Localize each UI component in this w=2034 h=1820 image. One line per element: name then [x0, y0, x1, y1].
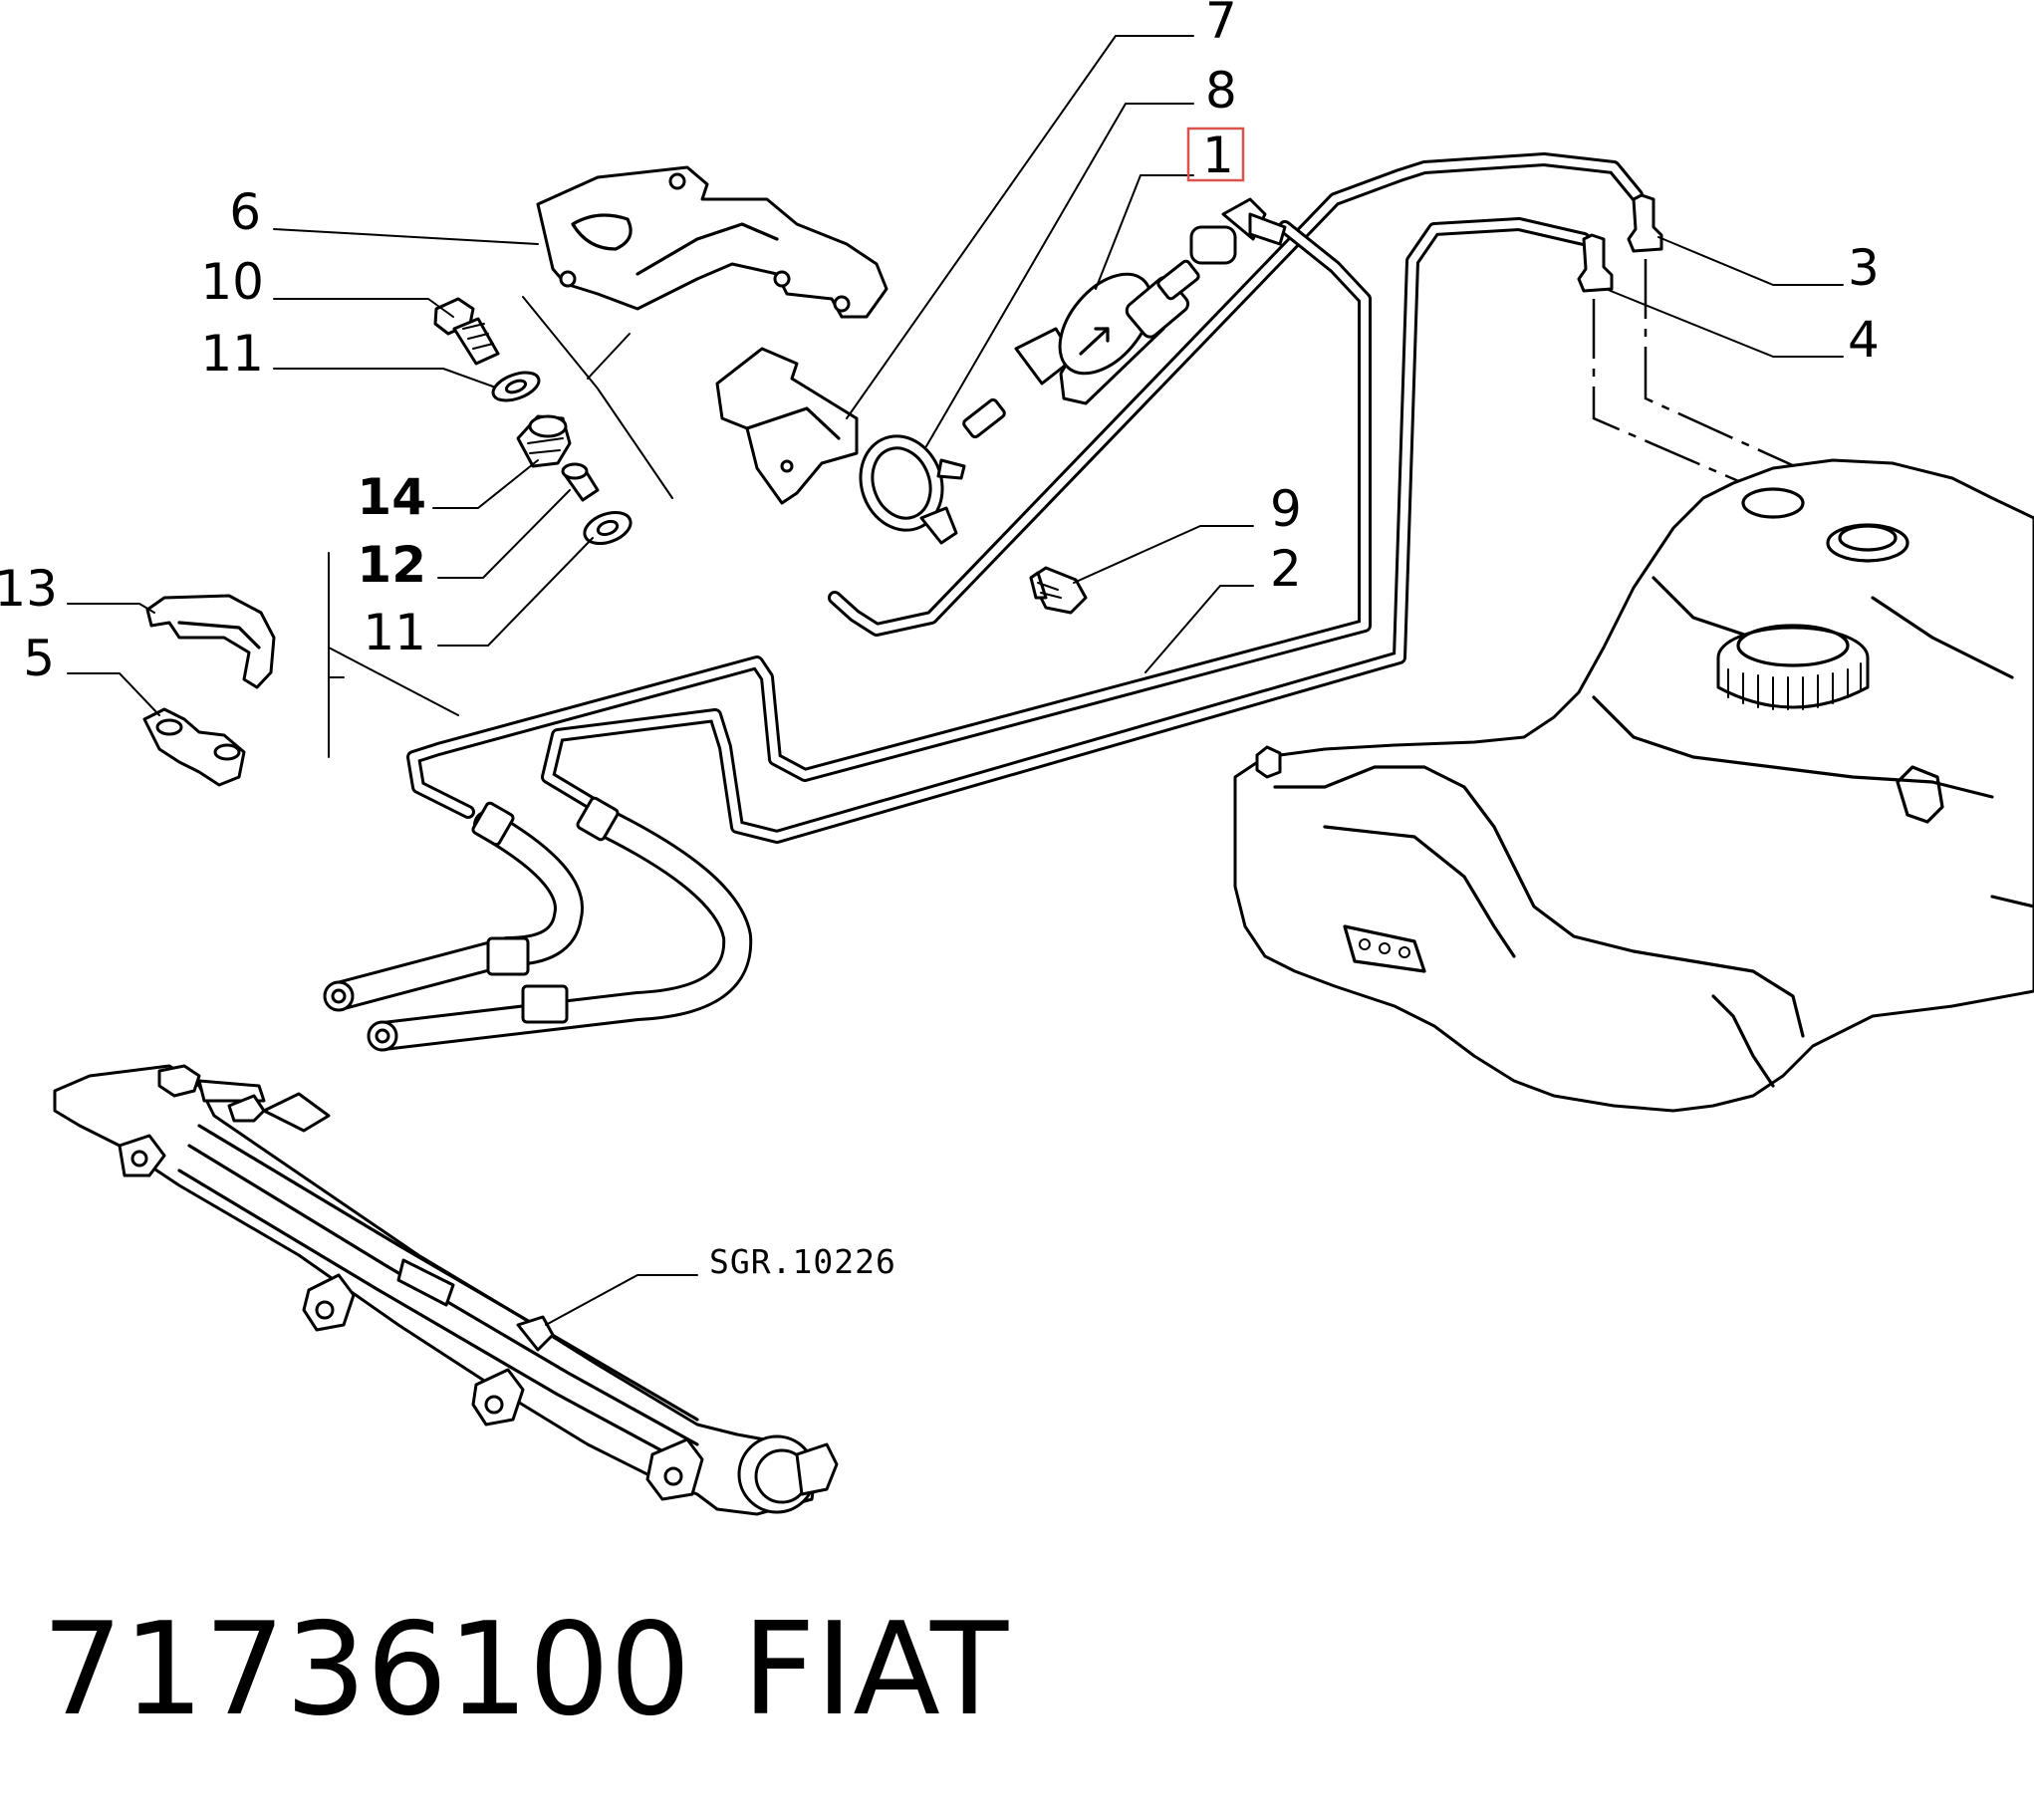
callout-12: 12 — [357, 536, 426, 594]
bolt-9 — [1029, 566, 1088, 615]
callout-13: 13 — [0, 560, 58, 618]
fuel-lines — [406, 152, 1644, 844]
engine-bracket — [536, 165, 889, 319]
grommet-14 — [516, 414, 572, 468]
reference-code: SGR.10226 — [709, 1242, 896, 1281]
bolt-10 — [433, 297, 500, 366]
bracket — [715, 347, 859, 505]
callout-5: 5 — [23, 630, 55, 687]
fuel-rail — [53, 1064, 839, 1516]
callout-10: 10 — [200, 253, 264, 311]
callout-3: 3 — [1848, 239, 1880, 297]
clamp-ring — [859, 434, 966, 545]
leader-lines — [67, 35, 1844, 1326]
footer: 71736100 FIAT — [42, 1596, 1009, 1744]
callout-9: 9 — [1270, 480, 1302, 538]
washer-11-upper — [491, 371, 541, 402]
callout-2: 2 — [1270, 540, 1302, 598]
callout-14: 14 — [357, 468, 426, 526]
callout-1: 1 — [1202, 127, 1234, 184]
clip-13 — [145, 594, 276, 689]
callout-7: 7 — [1205, 0, 1237, 50]
fuel-filter — [962, 197, 1287, 439]
flexible-hoses — [323, 796, 753, 1052]
washer-11-lower — [583, 510, 633, 546]
connector-4 — [1577, 233, 1614, 293]
callout-1-highlight-box — [1186, 127, 1245, 182]
callout-11-lower: 11 — [363, 604, 426, 661]
connector-3 — [1627, 193, 1663, 253]
callout-6: 6 — [229, 183, 261, 241]
part-number: 71736100 — [42, 1596, 691, 1744]
callout-4: 4 — [1848, 311, 1880, 369]
callout-11-upper: 11 — [200, 325, 264, 383]
spacer-12 — [561, 462, 600, 502]
callout-labels: 7 8 1 6 10 11 14 12 11 13 5 9 2 3 4 SGR.… — [0, 0, 1880, 1281]
callout-8: 8 — [1205, 62, 1237, 120]
clip-5 — [142, 707, 246, 787]
brand-name: FIAT — [742, 1596, 1009, 1744]
group-separators — [328, 296, 673, 758]
fuel-tank — [1233, 458, 2034, 1113]
